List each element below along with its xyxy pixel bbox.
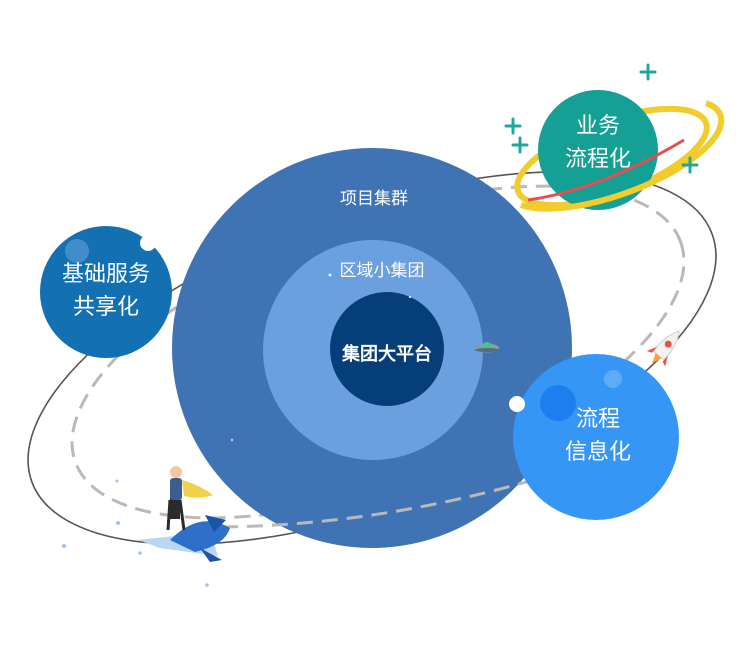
shared-services-label: 基础服务 共享化 (36, 258, 176, 324)
core-label: 集团大平台 (342, 344, 432, 365)
plus-icon (504, 63, 699, 174)
business-process-line1: 业务 (575, 114, 620, 139)
process-info-label: 流程 信息化 (548, 403, 648, 469)
business-process-planet (514, 90, 725, 212)
core-circle (330, 292, 444, 406)
process-info-planet (509, 354, 679, 520)
middle-ring-label: 区域小集团 (339, 261, 425, 281)
business-process-line2: 流程化 (564, 147, 631, 172)
superhero-icon (138, 466, 230, 562)
shared-services-line2: 共享化 (72, 295, 139, 320)
outer-ring-label: 项目集群 (340, 189, 408, 209)
rocket-icon (646, 330, 680, 367)
process-info-line2: 信息化 (564, 440, 631, 465)
ufo-icon (475, 342, 499, 353)
shared-services-planet (40, 226, 172, 358)
shared-services-line1: 基础服务 (61, 262, 150, 287)
process-info-line1: 流程 (575, 407, 620, 432)
dashed-orbit (70, 184, 686, 520)
business-process-label: 业务 流程化 (548, 110, 648, 176)
